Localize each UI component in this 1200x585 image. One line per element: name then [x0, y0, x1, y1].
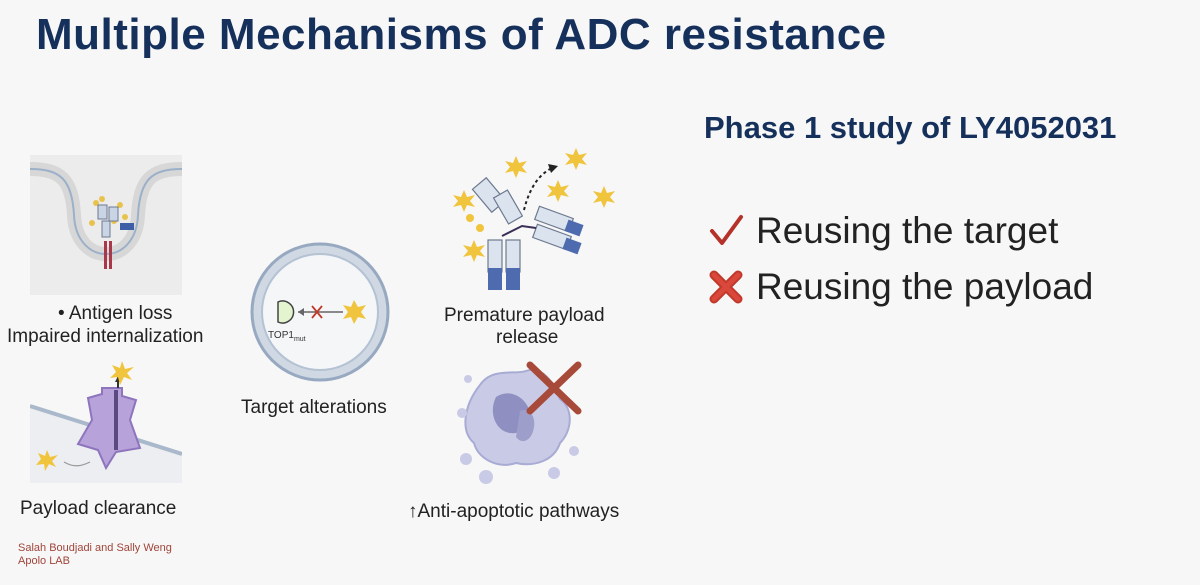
impaired-internalization-label: Impaired internalization [7, 326, 204, 347]
point-text: Reusing the target [756, 210, 1059, 251]
premature-release-label-1: Premature payload [444, 305, 605, 326]
payload-clearance-illustration [30, 361, 182, 483]
payload-clearance-label: Payload clearance [20, 498, 177, 519]
target-alterations-illustration [250, 242, 390, 382]
anti-apoptotic-label: ↑Anti-apoptotic pathways [408, 501, 620, 522]
study-title: Phase 1 study of LY4052031 [704, 110, 1117, 145]
credit: Salah Boudjadi and Sally Weng Apolo LAB [18, 542, 172, 568]
anti-apoptotic-illustration [457, 361, 582, 484]
check-icon [710, 215, 743, 245]
credit-lab: Apolo LAB [18, 555, 70, 567]
point-reusing-target: Reusing the target [708, 210, 1058, 252]
top1-label: TOP1mut [268, 330, 306, 343]
antigen-loss-illustration [30, 155, 182, 295]
antigen-loss-label: • Antigen loss [58, 303, 173, 324]
target-alterations-label: Target alterations [241, 397, 387, 418]
point-reusing-payload: Reusing the payload [708, 266, 1093, 308]
premature-release-label-2: release [496, 327, 559, 348]
up-arrow-icon: ↑ [408, 501, 418, 522]
cross-icon [709, 270, 743, 304]
premature-release-illustration [453, 148, 615, 290]
credit-authors: Salah Boudjadi and Sally Weng [18, 542, 172, 554]
slide-title: Multiple Mechanisms of ADC resistance [36, 10, 887, 59]
point-text: Reusing the payload [756, 266, 1094, 307]
